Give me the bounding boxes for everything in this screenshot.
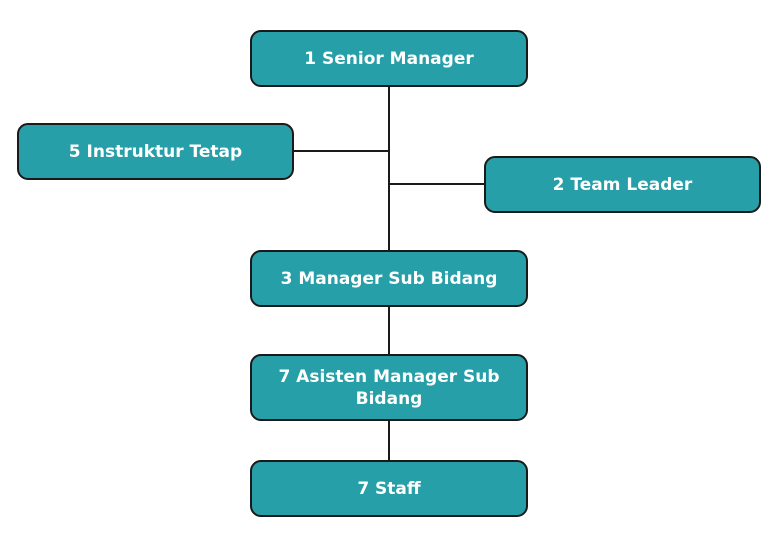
node-asisten-manager-sub-bidang-label: 7 Asisten Manager Sub Bidang [278, 366, 500, 409]
node-team-leader: 2 Team Leader [484, 156, 761, 213]
node-senior-manager-label: 1 Senior Manager [304, 48, 474, 69]
node-instruktur-tetap: 5 Instruktur Tetap [17, 123, 294, 180]
node-team-leader-label: 2 Team Leader [552, 174, 693, 195]
node-instruktur-tetap-label: 5 Instruktur Tetap [68, 141, 243, 162]
node-staff-label: 7 Staff [357, 478, 421, 499]
node-senior-manager: 1 Senior Manager [250, 30, 528, 87]
node-manager-sub-bidang: 3 Manager Sub Bidang [250, 250, 528, 307]
node-asisten-manager-sub-bidang: 7 Asisten Manager Sub Bidang [250, 354, 528, 421]
node-staff: 7 Staff [250, 460, 528, 517]
node-manager-sub-bidang-label: 3 Manager Sub Bidang [280, 268, 498, 289]
